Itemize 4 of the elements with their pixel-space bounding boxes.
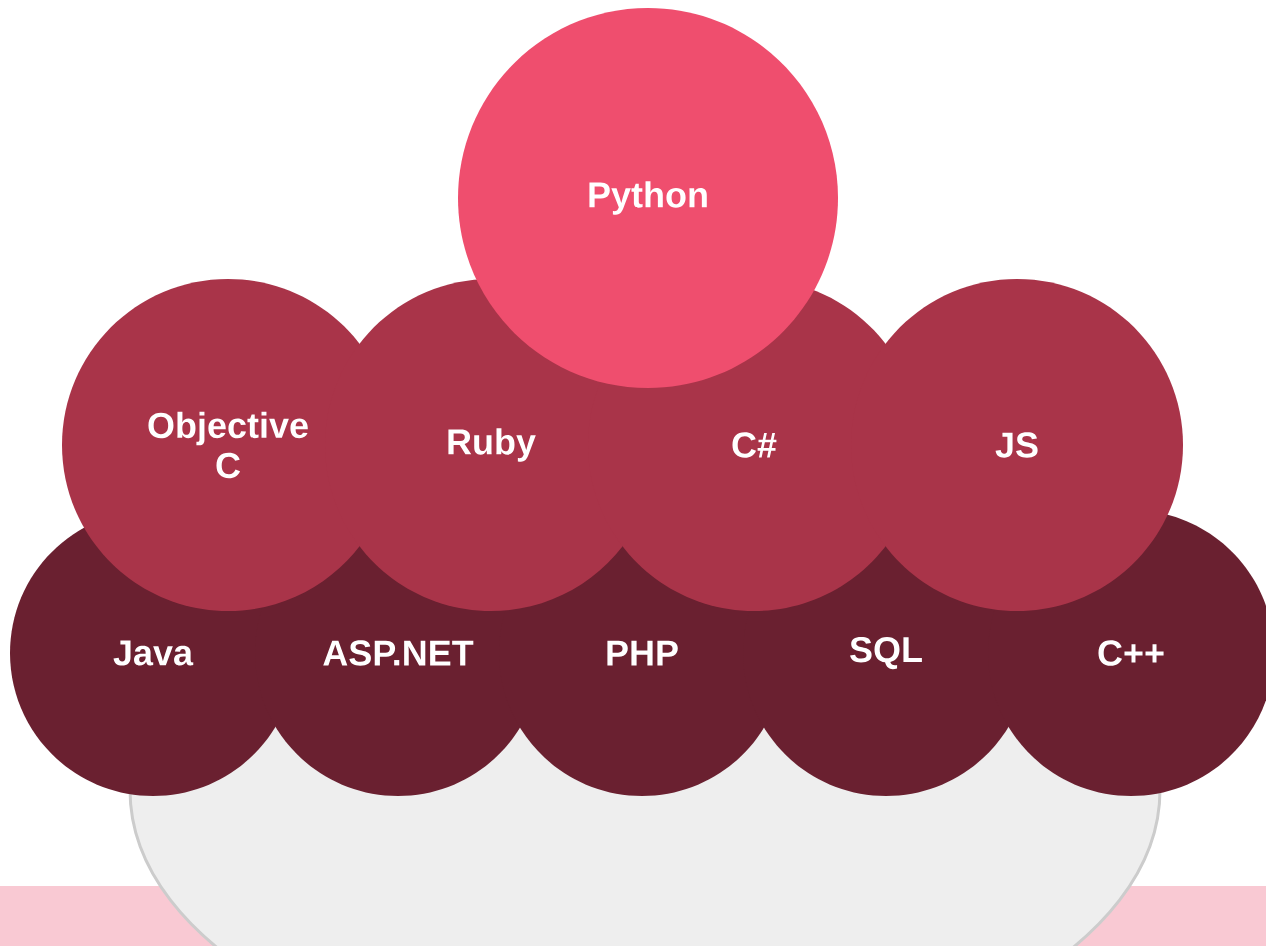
node-label: Objective C [148, 411, 308, 479]
node-label: Ruby [448, 428, 536, 462]
node-label: JS [995, 432, 1038, 458]
node-label: C# [732, 432, 777, 458]
